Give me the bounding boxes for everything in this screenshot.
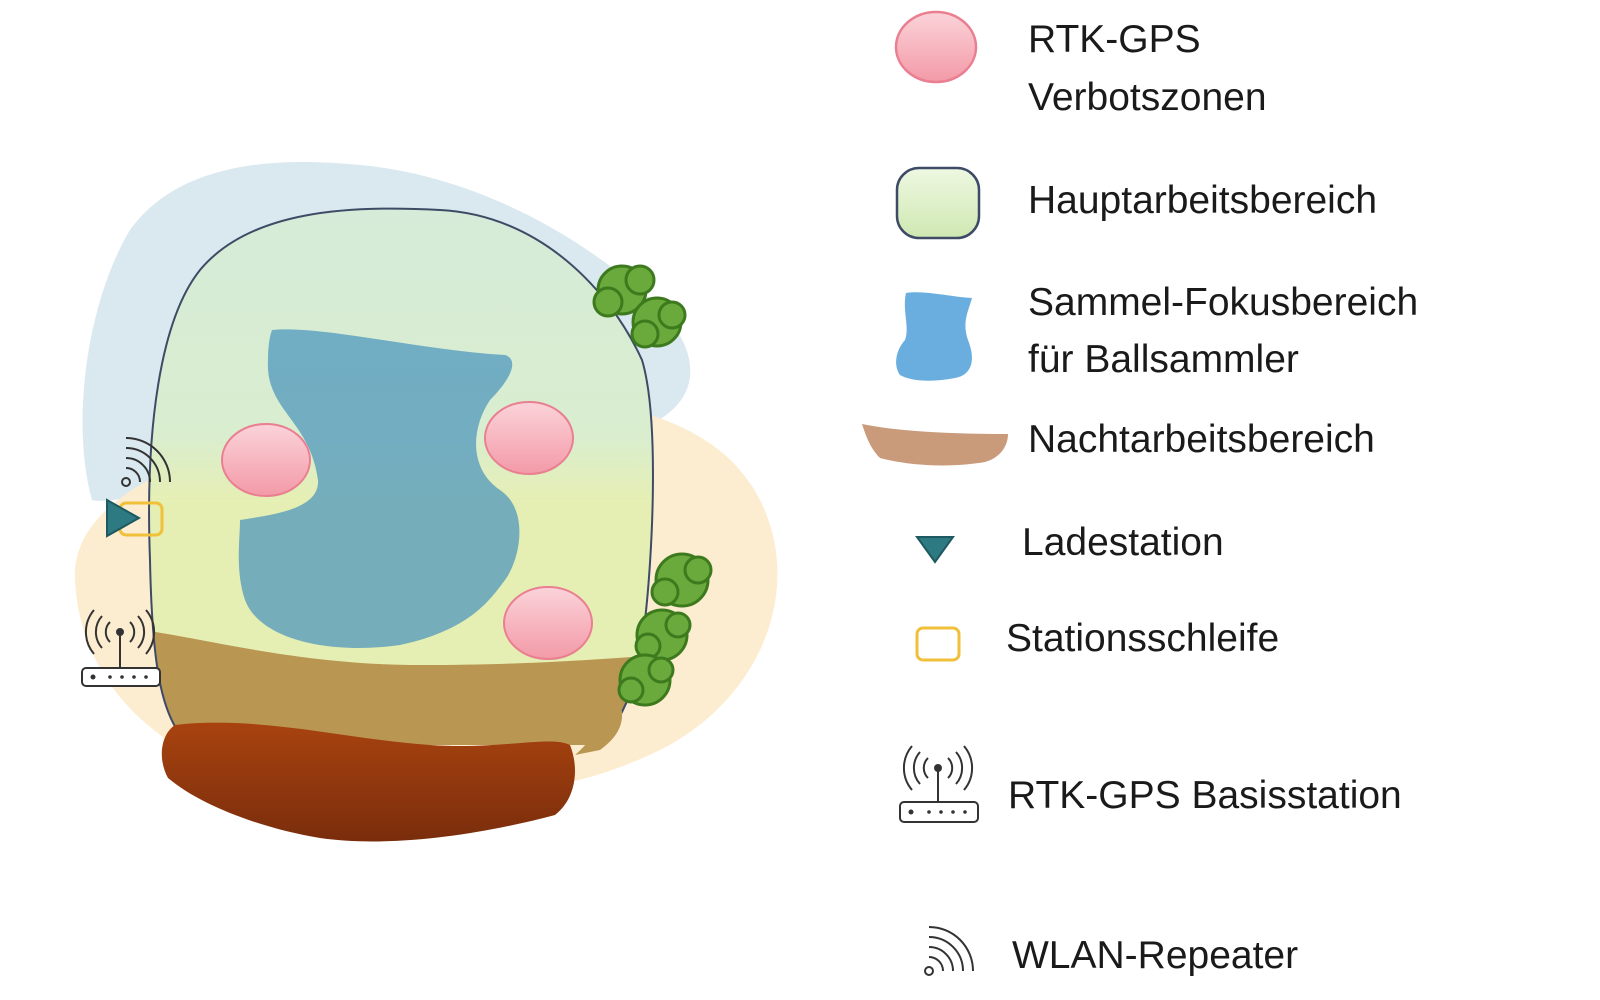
- legend-item-main-area: Hauptarbeitsbereich: [895, 166, 1377, 240]
- trees: [592, 264, 713, 707]
- legend-label-no-go-line2: Verbotszonen: [1028, 76, 1267, 119]
- tree-bush: [630, 296, 687, 349]
- legend-label-collector-line2: für Ballsammler: [1028, 338, 1299, 381]
- collector-focus-region: [238, 329, 520, 648]
- no-go-zone: [221, 423, 311, 497]
- legend-label-collector-line1: Sammel-Fokusbereich: [1028, 281, 1418, 324]
- front-strip: [161, 722, 576, 842]
- legend-item-charging-station: Ladestation: [915, 521, 1224, 564]
- legend-item-no-go-zones: RTK-GPS Verbotszonen: [894, 10, 1267, 119]
- wifi-signal-icon: [924, 926, 974, 976]
- legend-item-collector-focus: Sammel-Fokusbereich für Ballsammler: [896, 281, 1418, 381]
- tree-bush: [650, 552, 713, 608]
- router-antenna-icon: [899, 745, 979, 823]
- night-area-band: [149, 625, 653, 745]
- main-area-icon: [895, 166, 981, 240]
- legend-item-night-area: Nachtarbeitsbereich: [862, 418, 1375, 466]
- legend-label-night-area: Nachtarbeitsbereich: [1028, 418, 1375, 461]
- no-go-zones: [221, 401, 593, 660]
- legend-item-wifi-repeater: WLAN-Repeater: [924, 926, 1298, 977]
- legend-label-no-go-line1: RTK-GPS: [1028, 18, 1201, 61]
- legend: RTK-GPS Verbotszonen Hauptarbeitsbereich…: [862, 10, 1418, 977]
- legend-item-station-loop: Stationsschleife: [915, 617, 1279, 662]
- charging-station-triangle: [106, 498, 142, 538]
- legend-label-wifi-repeater: WLAN-Repeater: [1012, 934, 1298, 977]
- right-side-strip: [575, 690, 623, 755]
- legend-label-main-area: Hauptarbeitsbereich: [1028, 179, 1377, 222]
- tree-bush: [592, 264, 656, 318]
- night-area-icon: [862, 424, 1008, 466]
- wifi-signal-icon: [121, 437, 171, 487]
- legend-label-station-loop: Stationsschleife: [1006, 617, 1279, 660]
- collector-focus-icon: [896, 292, 972, 381]
- legend-item-rtk-base: RTK-GPS Basisstation: [899, 745, 1402, 823]
- tree-bush: [617, 653, 675, 707]
- legend-label-rtk-base: RTK-GPS Basisstation: [1008, 774, 1402, 817]
- tree-bush: [634, 608, 692, 662]
- legend-label-charging-station: Ladestation: [1022, 521, 1224, 564]
- property-map: [74, 161, 778, 842]
- no-go-zone-icon: [894, 10, 978, 84]
- no-go-zone: [484, 401, 574, 475]
- station-loop-icon: [915, 626, 961, 662]
- charging-station-icon: [915, 536, 955, 564]
- router-antenna-icon: [81, 609, 161, 687]
- no-go-zone: [503, 586, 593, 660]
